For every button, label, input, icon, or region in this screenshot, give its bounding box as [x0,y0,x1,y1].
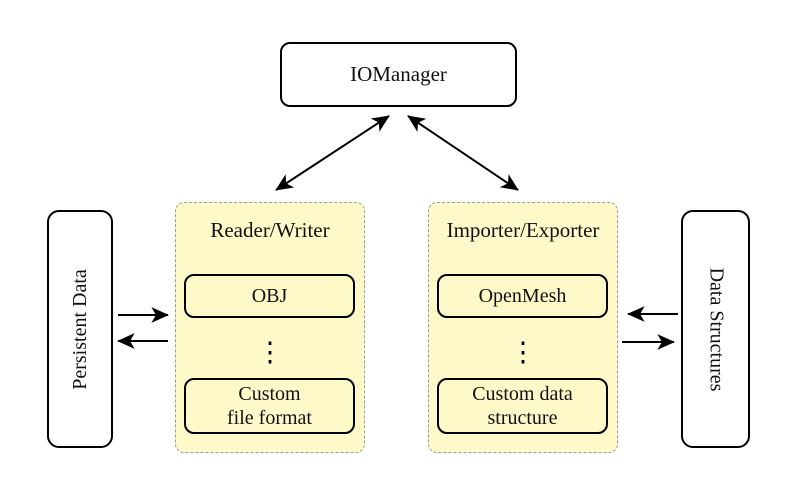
reader-writer-ellipsis-icon: ⋮ [256,336,284,367]
openmesh-label: OpenMesh [478,285,567,307]
arrow-iomanager-readerwriter-icon [275,115,390,191]
custom-data-structure-node: Custom data structure [437,378,608,434]
iomanager-label: IOManager [350,62,447,86]
custom-data-structure-line2: structure [487,407,558,429]
custom-file-format-line1: Custom [238,383,301,405]
persistent-data-label: Persistent Data [68,268,91,390]
reader-writer-label: Reader/Writer [210,218,330,242]
custom-file-format-node: Custom file format [184,378,355,434]
data-structures-label: Data Structures [705,267,728,391]
obj-label: OBJ [251,285,288,307]
custom-data-structure-line1: Custom data [472,383,573,405]
reader-writer-group: Reader/Writer OBJ ⋮ Custom file format [175,202,365,453]
arrow-iomanager-importerexporter-icon [407,115,519,191]
openmesh-node: OpenMesh [437,274,608,318]
data-structures-node: Data Structures [681,210,750,448]
persistent-data-node: Persistent Data [47,210,113,448]
iomanager-node: IOManager [280,42,517,107]
obj-node: OBJ [184,274,355,318]
importer-exporter-group: Importer/Exporter OpenMesh ⋮ Custom data… [428,202,618,453]
custom-file-format-line2: file format [227,407,312,429]
importer-exporter-label: Importer/Exporter [446,218,600,242]
importer-exporter-ellipsis-icon: ⋮ [509,336,537,367]
